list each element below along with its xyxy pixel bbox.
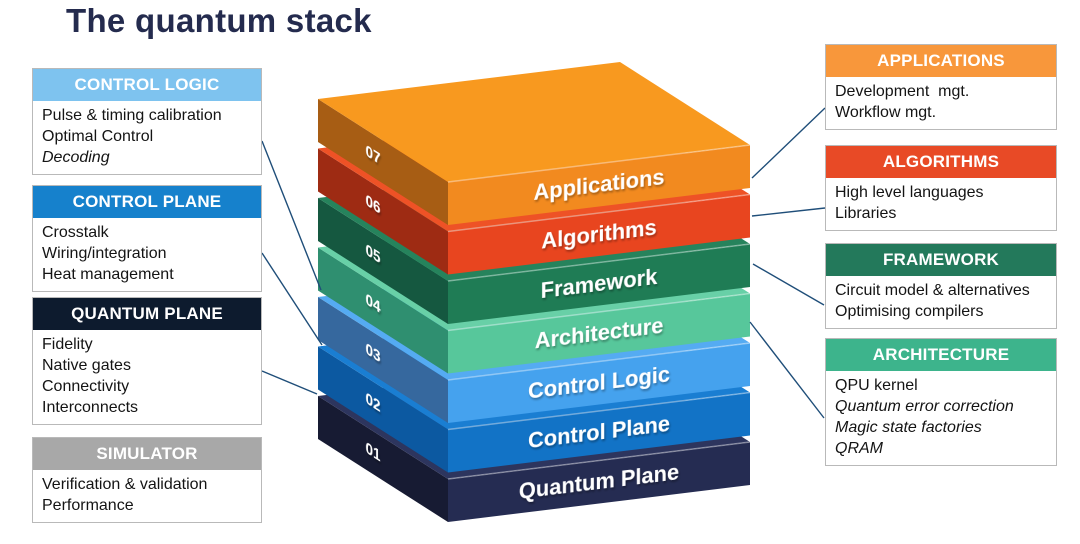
right-box-2: FRAMEWORK Circuit model & alternatives O… xyxy=(825,243,1057,329)
box-header-control-logic: CONTROL LOGIC xyxy=(33,69,261,101)
stack-layer-06-front xyxy=(448,194,750,275)
stack-layer-07-top xyxy=(318,62,750,182)
stack-layer-03-front xyxy=(448,343,750,423)
box-body-algorithms: High level languages Libraries xyxy=(826,178,1056,230)
connector-line xyxy=(752,263,825,306)
left-box-1: CONTROL PLANE Crosstalk Wiring/integrati… xyxy=(32,185,262,292)
box-line: Native gates xyxy=(42,357,131,374)
box-header-architecture: ARCHITECTURE xyxy=(826,339,1056,371)
connector-line xyxy=(261,140,322,291)
box-line: Fidelity xyxy=(42,336,93,353)
stack-layer-edge-highlight xyxy=(447,391,751,431)
stack-layer-04-front xyxy=(448,293,750,374)
box-body-framework: Circuit model & alternatives Optimising … xyxy=(826,276,1056,328)
stack-layer-07-front xyxy=(448,145,750,225)
stack-layer-02-side xyxy=(318,346,448,473)
connector-line xyxy=(749,321,825,419)
right-box-3: ARCHITECTURE QPU kernel Quantum error co… xyxy=(825,338,1057,466)
box-body-quantum-plane: Fidelity Native gates Connectivity Inter… xyxy=(33,330,261,424)
stack-layer-edge-highlight xyxy=(447,193,751,233)
box-line: Interconnects xyxy=(42,399,139,416)
box-line: Crosstalk xyxy=(42,224,109,241)
page-title: The quantum stack xyxy=(66,2,372,39)
stack-layer-edge-highlight xyxy=(447,144,751,183)
box-line: Verification & validation xyxy=(42,476,208,493)
box-line: Pulse & timing calibration xyxy=(42,107,222,124)
box-line: QRAM xyxy=(835,440,883,457)
stack-layer-07-side xyxy=(318,99,448,225)
box-line: Heat management xyxy=(42,266,174,283)
box-line: Circuit model & alternatives xyxy=(835,282,1030,299)
connector-line xyxy=(751,207,826,217)
box-body-architecture: QPU kernel Quantum error correction Magi… xyxy=(826,371,1056,465)
box-line: Wiring/integration xyxy=(42,245,167,262)
stack-layer-02-front xyxy=(448,392,750,473)
box-line: Libraries xyxy=(835,205,897,222)
stack-layer-05-front xyxy=(448,244,750,324)
box-line: QPU kernel xyxy=(835,377,918,394)
box-line: Decoding xyxy=(42,149,110,166)
box-header-control-plane: CONTROL PLANE xyxy=(33,186,261,218)
right-box-0: APPLICATIONS Development mgt. Workflow m… xyxy=(825,44,1057,130)
stack-layer-06-side xyxy=(318,148,448,275)
box-header-applications: APPLICATIONS xyxy=(826,45,1056,77)
box-line: Development mgt. xyxy=(835,83,970,100)
box-body-control-plane: Crosstalk Wiring/integration Heat manage… xyxy=(33,218,261,291)
box-body-applications: Development mgt. Workflow mgt. xyxy=(826,77,1056,129)
stack-layer-edge-highlight xyxy=(447,243,751,282)
stack-layer-04-side xyxy=(318,247,448,374)
box-header-simulator: SIMULATOR xyxy=(33,438,261,470)
box-header-algorithms: ALGORITHMS xyxy=(826,146,1056,178)
stack-layer-01-side xyxy=(318,396,448,522)
stack-layer-03-side xyxy=(318,297,448,423)
right-box-1: ALGORITHMS High level languages Librarie… xyxy=(825,145,1057,231)
stack-layer-edge-highlight xyxy=(447,292,751,332)
connector-line xyxy=(261,252,323,346)
box-header-framework: FRAMEWORK xyxy=(826,244,1056,276)
box-body-simulator: Verification & validation Performance xyxy=(33,470,261,522)
box-line: Quantum error correction xyxy=(835,398,1014,415)
left-box-2: QUANTUM PLANE Fidelity Native gates Conn… xyxy=(32,297,262,425)
left-box-3: SIMULATOR Verification & validation Perf… xyxy=(32,437,262,523)
box-line: Optimising compilers xyxy=(835,303,984,320)
stack-layer-edge-highlight xyxy=(447,342,751,381)
box-line: Performance xyxy=(42,497,134,514)
box-line: Connectivity xyxy=(42,378,130,395)
stack-layer-01-front xyxy=(448,442,750,522)
box-body-control-logic: Pulse & timing calibration Optimal Contr… xyxy=(33,101,261,174)
connector-line xyxy=(751,107,826,179)
box-line: Optimal Control xyxy=(42,128,154,145)
box-header-quantum-plane: QUANTUM PLANE xyxy=(33,298,261,330)
stack-layer-edge-highlight xyxy=(447,441,751,480)
box-line: High level languages xyxy=(835,184,984,201)
left-box-0: CONTROL LOGIC Pulse & timing calibration… xyxy=(32,68,262,175)
box-line: Magic state factories xyxy=(835,419,982,436)
connector-line xyxy=(261,370,318,395)
stack-layer-05-side xyxy=(318,198,448,324)
box-line: Workflow mgt. xyxy=(835,104,937,121)
